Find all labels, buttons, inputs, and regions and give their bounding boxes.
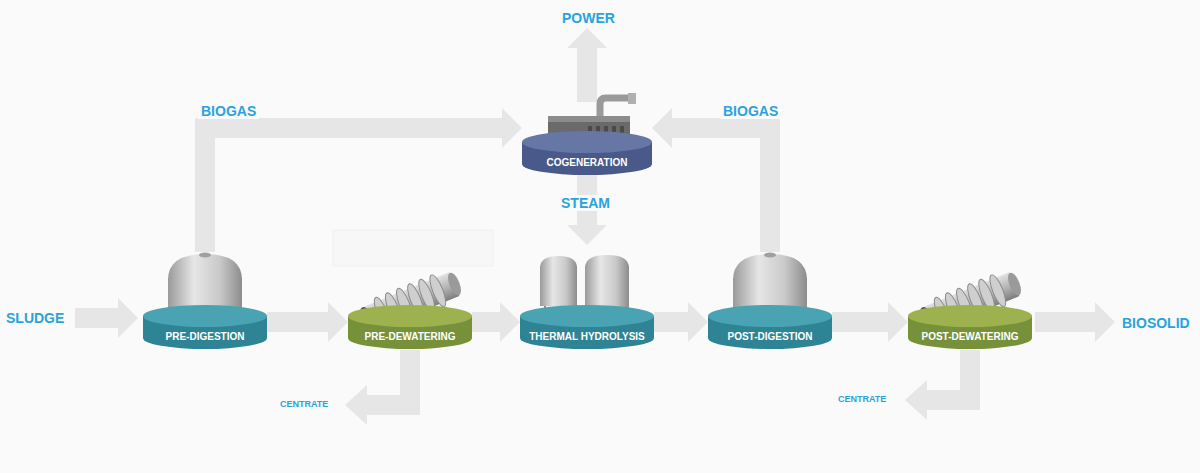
arrow-head: [502, 108, 522, 148]
flow-band: [654, 312, 689, 332]
flow-arrow: [75, 28, 1115, 425]
process-label: PRE-DEWATERING: [348, 331, 472, 343]
flow-label: POWER: [562, 10, 615, 26]
flow-connector: [267, 302, 348, 342]
flow-label: STEAM: [558, 195, 613, 211]
process-label: POST-DEWATERING: [908, 331, 1032, 343]
flow-band: [472, 312, 501, 332]
flow-label: CENTRATE: [838, 394, 886, 405]
process-label: COGENERATION: [522, 157, 652, 169]
process-label: POST-DIGESTION: [708, 331, 832, 343]
platform-top: [522, 131, 652, 153]
arrow-head: [567, 225, 607, 245]
process-platform: PRE-DEWATERING: [348, 272, 472, 352]
flow-label: BIOGAS: [720, 103, 781, 119]
process-label: PRE-DIGESTION: [143, 331, 267, 343]
flow-label: CENTRATE: [280, 399, 328, 410]
arrow-head: [328, 302, 348, 342]
flow-connector: [832, 302, 908, 342]
process-platform: POST-DIGESTION: [708, 252, 832, 352]
platform-top: [520, 305, 654, 327]
platform-top: [908, 305, 1032, 327]
arrow-head: [888, 302, 908, 342]
arrow-head: [688, 302, 708, 342]
platform-top: [708, 305, 832, 327]
process-label: THERMAL HYDROLYSIS: [520, 331, 654, 343]
flow-connector: [652, 108, 770, 252]
flow-label: SLUDGE: [6, 310, 64, 326]
flow-label: BIOSOLID: [1122, 315, 1190, 331]
process-platform: PRE-DIGESTION: [143, 252, 267, 352]
flow-connector: [472, 302, 520, 342]
flow-band: [267, 312, 329, 332]
flow-band: [832, 312, 889, 332]
process-platform: THERMAL HYDROLYSIS: [520, 245, 654, 352]
process-platform: COGENERATION: [522, 100, 652, 178]
platform-top: [143, 305, 267, 327]
arrow-head: [500, 302, 520, 342]
flow-label: BIOGAS: [198, 103, 259, 119]
flow-connector: [654, 302, 708, 342]
flow-band: [671, 128, 770, 252]
arrow-head: [652, 108, 672, 148]
process-platform: POST-DEWATERING: [908, 272, 1032, 352]
platform-top: [348, 305, 472, 327]
